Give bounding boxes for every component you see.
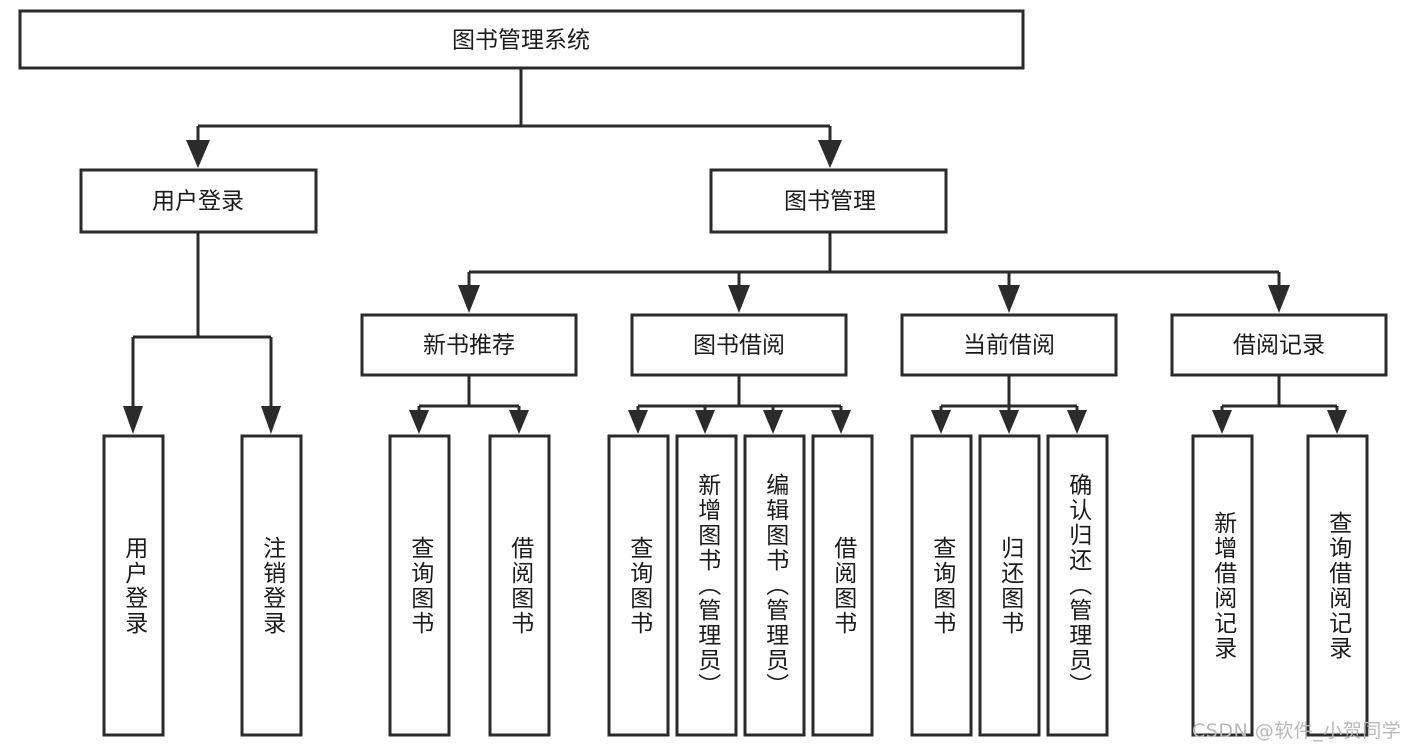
node-leaf-add-book-admin[interactable] [675,434,738,737]
node-leaf-query-book-2[interactable] [607,434,670,737]
node-leaf-query-borrow-record[interactable] [1306,434,1369,737]
node-current-borrow-label: 当前借阅 [963,333,1055,359]
node-book-borrow-label: 图书借阅 [693,333,785,359]
arrowhead-user-login [186,140,210,168]
node-layer: 图书管理系统 用户登录 图书管理 新书推荐 图书借阅 当前借阅 借阅记录 [18,9,1388,737]
node-root[interactable] [18,9,1025,70]
arrowhead-leaf-add-book-admin [695,410,715,434]
arrowhead-leaf-user-login [123,406,143,434]
node-leaf-query-book-1[interactable] [388,434,451,737]
csdn-watermark: CSDN @软件_小贺同学 [1192,720,1402,742]
arrowhead-leaf-query-book-2 [628,410,648,434]
node-borrow-record[interactable] [1170,313,1388,377]
node-borrow-record-label: 借阅记录 [1233,333,1325,359]
arrowhead-leaf-query-book-3 [931,410,951,434]
arrowhead-book-borrow [728,285,750,313]
node-book-manage[interactable] [709,168,948,234]
node-leaf-add-borrow-record[interactable] [1191,434,1254,737]
node-book-manage-label: 图书管理 [784,189,876,215]
node-leaf-borrow-book-1[interactable] [488,434,551,737]
arrowhead-new-book-recommend [458,285,480,313]
arrowhead-book-manage [818,140,842,168]
node-new-book-recommend-label: 新书推荐 [423,333,515,359]
arrowhead-leaf-add-borrow-record [1212,410,1232,434]
node-leaf-borrow-book-2[interactable] [811,434,874,737]
arrowhead-current-borrow [998,285,1020,313]
node-leaf-logout-login[interactable] [240,434,303,737]
node-user-login[interactable] [79,168,318,234]
arrowhead-leaf-query-book-1 [409,410,429,434]
node-leaf-query-book-3[interactable] [910,434,973,737]
node-leaf-user-login[interactable] [102,434,165,737]
node-book-borrow[interactable] [630,313,848,377]
node-new-book-recommend[interactable] [360,313,578,377]
arrowhead-leaf-confirm-return-admin [1067,410,1087,434]
node-leaf-return-book[interactable] [978,434,1041,737]
arrowhead-leaf-query-borrow-record [1327,410,1347,434]
connector-layer [123,68,1347,434]
arrowhead-leaf-edit-book-admin [763,410,783,434]
arrowhead-leaf-logout-login [261,406,281,434]
node-leaf-edit-book-admin[interactable] [743,434,806,737]
arrowhead-leaf-borrow-book-2 [831,410,851,434]
arrowhead-leaf-return-book [999,410,1019,434]
node-leaf-confirm-return-admin[interactable] [1046,434,1109,737]
node-current-borrow[interactable] [900,313,1118,377]
arrowhead-borrow-record [1268,285,1290,313]
node-root-label: 图书管理系统 [452,28,590,54]
arrowhead-leaf-borrow-book-1 [509,410,529,434]
node-user-login-label: 用户登录 [152,189,244,215]
